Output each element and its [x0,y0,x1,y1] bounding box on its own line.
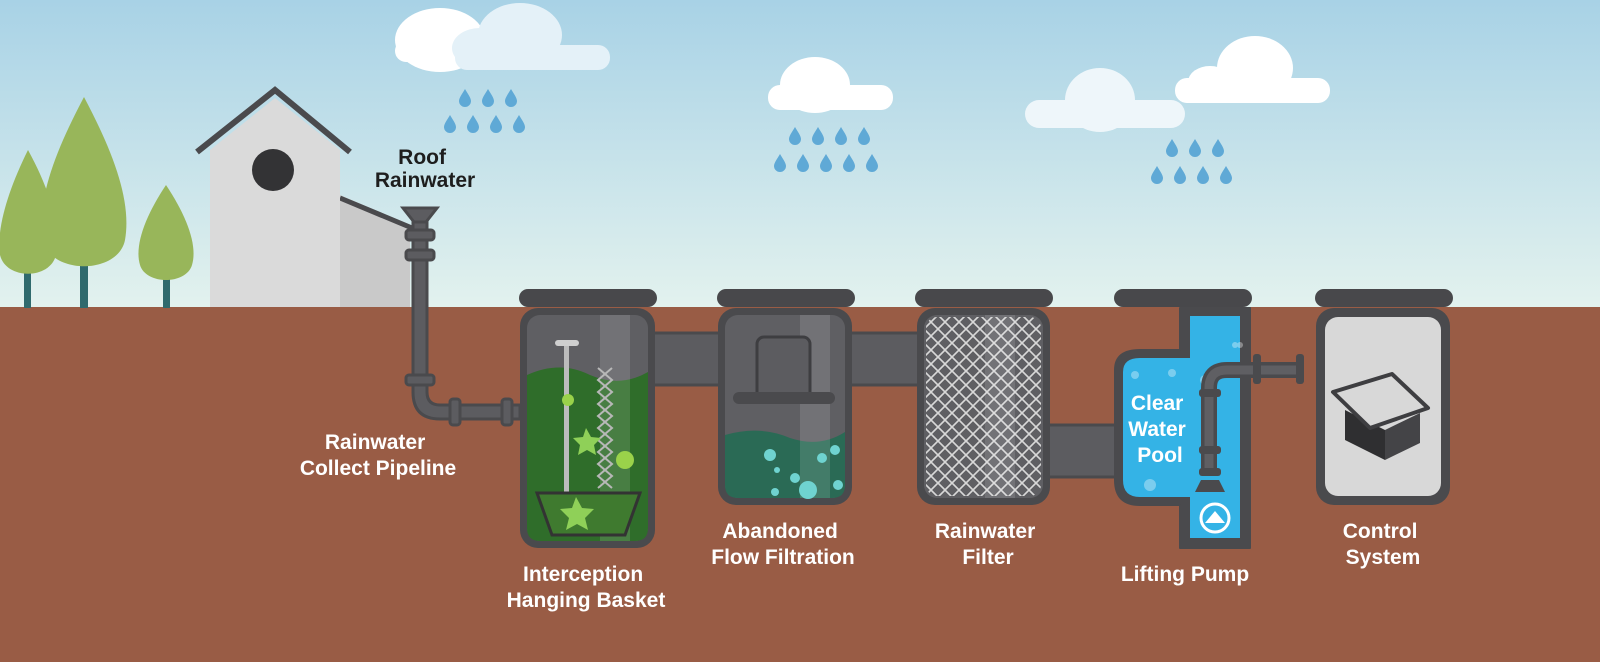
tank-lids [519,289,1453,307]
lifting-pump-label: Lifting Pump [1121,563,1249,586]
cloud [1025,68,1185,132]
clear-water-pool-tank: Clear Water Pool [1114,307,1304,549]
control-system-tank [1316,308,1450,505]
house [195,86,413,307]
control-system-label: Control System [1343,520,1424,569]
roof-rainwater-label: Roof Rainwater [375,146,475,192]
tree [41,97,127,308]
pump-up-arrow-icon [1199,502,1231,534]
connecting-pipe [1043,423,1122,479]
hanging-basket-label: Interception Hanging Basket [507,563,666,612]
cloud [1175,36,1330,103]
house-window [252,149,294,191]
rainwater-filter-label: Rainwater Filter [935,520,1041,569]
collect-pipeline-label: Rainwater Collect Pipeline [300,431,456,480]
tree [0,150,58,308]
rainwater-collect-pipeline [399,206,522,427]
cloud [768,57,893,113]
control-box-icon [1331,372,1430,460]
abandoned-flow-filtration-tank [718,308,852,505]
rainwater-filter-tank [917,308,1050,505]
tree [138,185,194,308]
interception-basket-tank [520,308,655,548]
clear-water-pool-label: Clear Water Pool [1128,392,1191,467]
cloud [452,3,610,70]
flow-filtration-label: Abandoned Flow Filtration [711,520,854,569]
